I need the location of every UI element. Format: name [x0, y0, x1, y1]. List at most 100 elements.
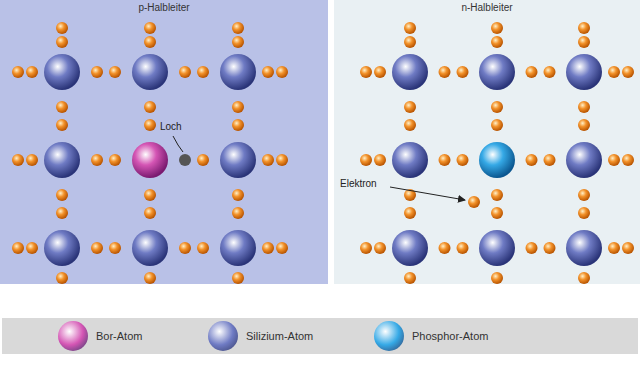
silicon-atom — [220, 230, 256, 266]
electron-dot — [91, 242, 103, 254]
electron-dot — [56, 22, 68, 34]
silicon-atom — [220, 54, 256, 90]
electron-dot — [56, 101, 68, 113]
electron-dot — [608, 154, 620, 166]
silicon-atom — [392, 142, 428, 178]
electron-dot — [360, 66, 372, 78]
callout-label: Elektron — [340, 178, 377, 189]
electron-dot — [12, 66, 24, 78]
electron-dot — [578, 101, 590, 113]
electron-dot — [360, 242, 372, 254]
electron-dot — [578, 207, 590, 219]
electron-dot — [578, 119, 590, 131]
electron-dot — [12, 154, 24, 166]
semiconductor-panel: p-HalbleiterLoch — [0, 0, 328, 284]
electron-dot — [374, 154, 386, 166]
electron-dot — [262, 66, 274, 78]
panel-title: p-Halbleiter — [0, 2, 328, 13]
electron-dot — [608, 242, 620, 254]
electron-dot — [232, 22, 244, 34]
legend-swatch — [374, 321, 404, 351]
electron-dot — [404, 119, 416, 131]
leader-arrow — [390, 187, 465, 200]
electron-dot — [360, 154, 372, 166]
electron-dot — [404, 101, 416, 113]
electron-dot — [144, 189, 156, 201]
electron-dot — [144, 36, 156, 48]
legend-entry: Bor-Atom — [58, 321, 142, 351]
silicon-atom — [392, 230, 428, 266]
silicon-atom — [44, 142, 80, 178]
electron-dot — [232, 272, 244, 284]
electron-dot — [374, 66, 386, 78]
electron-dot — [262, 242, 274, 254]
electron-dot — [491, 119, 503, 131]
electron-dot — [232, 101, 244, 113]
electron-dot — [91, 154, 103, 166]
legend-swatch — [58, 321, 88, 351]
silicon-atom — [479, 230, 515, 266]
electron-dot — [457, 242, 469, 254]
electron-dot — [144, 119, 156, 131]
panel-title: n-Halbleiter — [334, 2, 640, 13]
electron-dot — [439, 242, 451, 254]
electron-dot — [276, 242, 288, 254]
electron-dot — [491, 189, 503, 201]
electron-dot — [262, 154, 274, 166]
electron-dot — [622, 154, 634, 166]
electron-dot — [457, 66, 469, 78]
electron-dot — [232, 207, 244, 219]
electron-dot — [232, 119, 244, 131]
electron-dot — [26, 242, 38, 254]
free-electron — [468, 196, 480, 208]
electron-dot — [144, 22, 156, 34]
semiconductor-panel: n-HalbleiterElektron — [334, 0, 640, 284]
electron-dot — [144, 272, 156, 284]
phosphorus-atom — [479, 142, 515, 178]
electron-dot — [374, 242, 386, 254]
electron-dot — [404, 36, 416, 48]
electron-dot — [56, 119, 68, 131]
silicon-atom — [220, 142, 256, 178]
legend-swatch — [208, 321, 238, 351]
leader-line — [173, 136, 183, 152]
electron-dot — [12, 242, 24, 254]
silicon-atom — [132, 54, 168, 90]
crystal-lattice — [0, 0, 328, 284]
crystal-lattice — [334, 0, 640, 284]
legend-text: Bor-Atom — [96, 330, 142, 342]
legend-entry: Phosphor-Atom — [374, 321, 488, 351]
electron-dot — [109, 66, 121, 78]
electron-dot — [109, 154, 121, 166]
electron-dot — [56, 189, 68, 201]
electron-dot — [526, 154, 538, 166]
electron-dot — [404, 207, 416, 219]
electron-dot — [197, 154, 209, 166]
electron-dot — [491, 207, 503, 219]
electron-dot — [232, 189, 244, 201]
electron-dot — [26, 154, 38, 166]
electron-dot — [179, 242, 191, 254]
electron-dot — [491, 101, 503, 113]
silicon-atom — [479, 54, 515, 90]
callout-label: Loch — [160, 121, 182, 132]
silicon-atom — [566, 54, 602, 90]
electron-dot — [622, 66, 634, 78]
electron-dot — [622, 242, 634, 254]
electron-dot — [91, 66, 103, 78]
electron-dot — [404, 22, 416, 34]
electron-dot — [491, 36, 503, 48]
electron-dot — [544, 242, 556, 254]
silicon-atom — [566, 230, 602, 266]
electron-dot — [578, 22, 590, 34]
legend-entry: Silizium-Atom — [208, 321, 313, 351]
silicon-atom — [392, 54, 428, 90]
electron-dot — [439, 154, 451, 166]
silicon-atom — [44, 54, 80, 90]
electron-dot — [578, 272, 590, 284]
legend-text: Phosphor-Atom — [412, 330, 488, 342]
electron-dot — [56, 272, 68, 284]
electron-dot — [109, 242, 121, 254]
electron-dot — [232, 36, 244, 48]
electron-dot — [26, 66, 38, 78]
